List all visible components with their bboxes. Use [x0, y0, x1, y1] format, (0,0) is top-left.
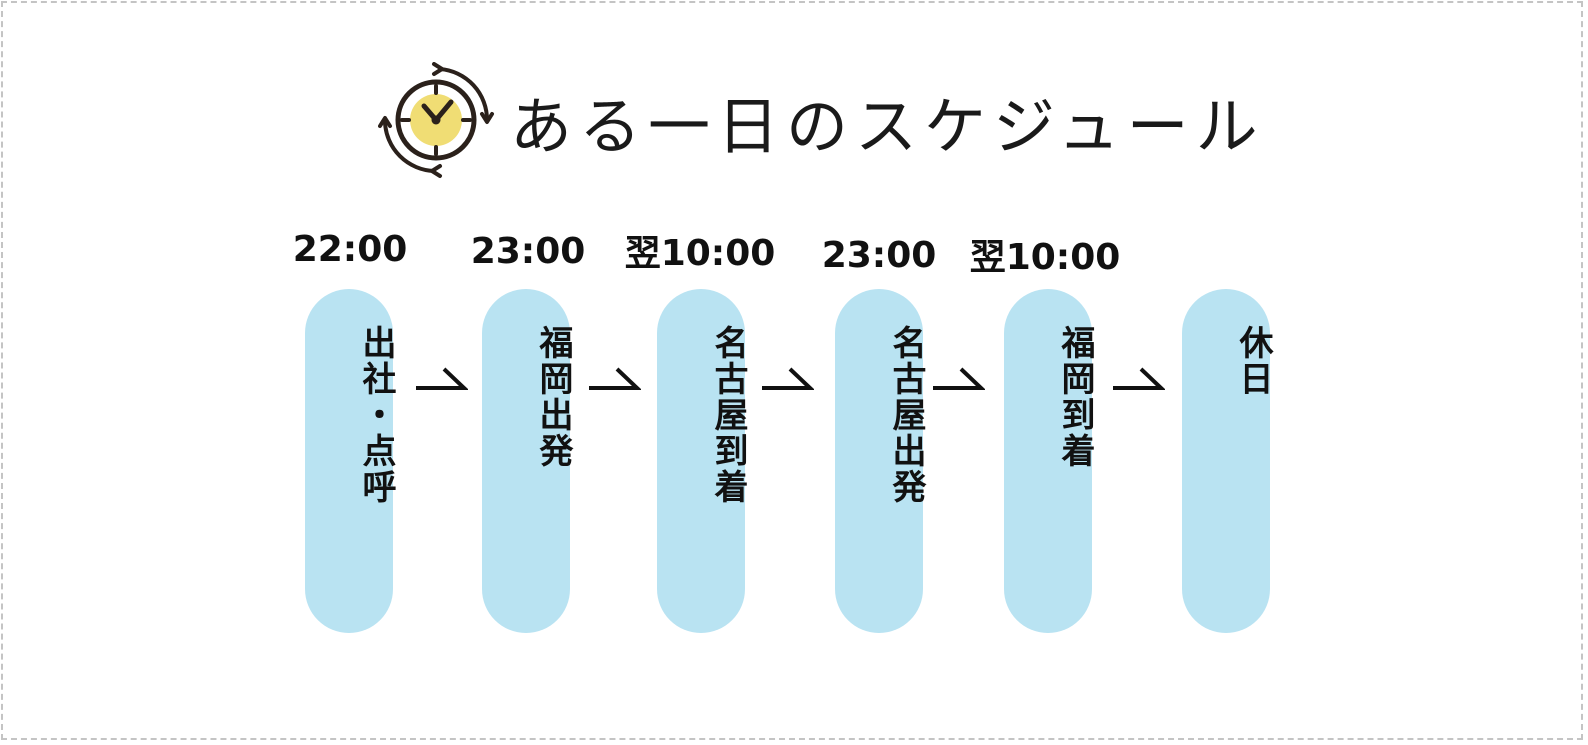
arrow-right-icon — [589, 367, 641, 390]
header: ある一日のスケジュール — [378, 62, 1265, 180]
schedule-step: 名古屋出発 — [835, 289, 926, 633]
step-label: 福岡到着 — [1055, 325, 1095, 469]
step-label: 名古屋到着 — [708, 325, 748, 505]
clock-cycle-icon — [378, 62, 494, 178]
schedule-step: 出社・点呼 — [305, 289, 396, 633]
schedule-step: 福岡出発 — [482, 289, 573, 633]
page-title: ある一日のスケジュール — [510, 90, 1265, 163]
schedule-step: 休日 — [1182, 289, 1273, 633]
arrow-right-icon — [1113, 367, 1165, 390]
step-time: 23:00 — [470, 231, 586, 272]
schedule-step: 名古屋到着 — [657, 289, 748, 633]
schedule-step: 福岡到着 — [1004, 289, 1095, 633]
step-label: 出社・点呼 — [356, 325, 396, 505]
step-time: 翌10:00 — [969, 237, 1121, 278]
step-label: 名古屋出発 — [886, 325, 926, 505]
step-label: 休日 — [1233, 325, 1273, 397]
arrow-right-icon — [933, 367, 985, 390]
arrow-right-icon — [762, 367, 814, 390]
arrow-right-icon — [416, 367, 468, 390]
step-time: 22:00 — [292, 229, 408, 270]
step-time: 翌10:00 — [624, 233, 776, 274]
step-label: 福岡出発 — [533, 325, 573, 469]
step-time: 23:00 — [821, 235, 937, 276]
